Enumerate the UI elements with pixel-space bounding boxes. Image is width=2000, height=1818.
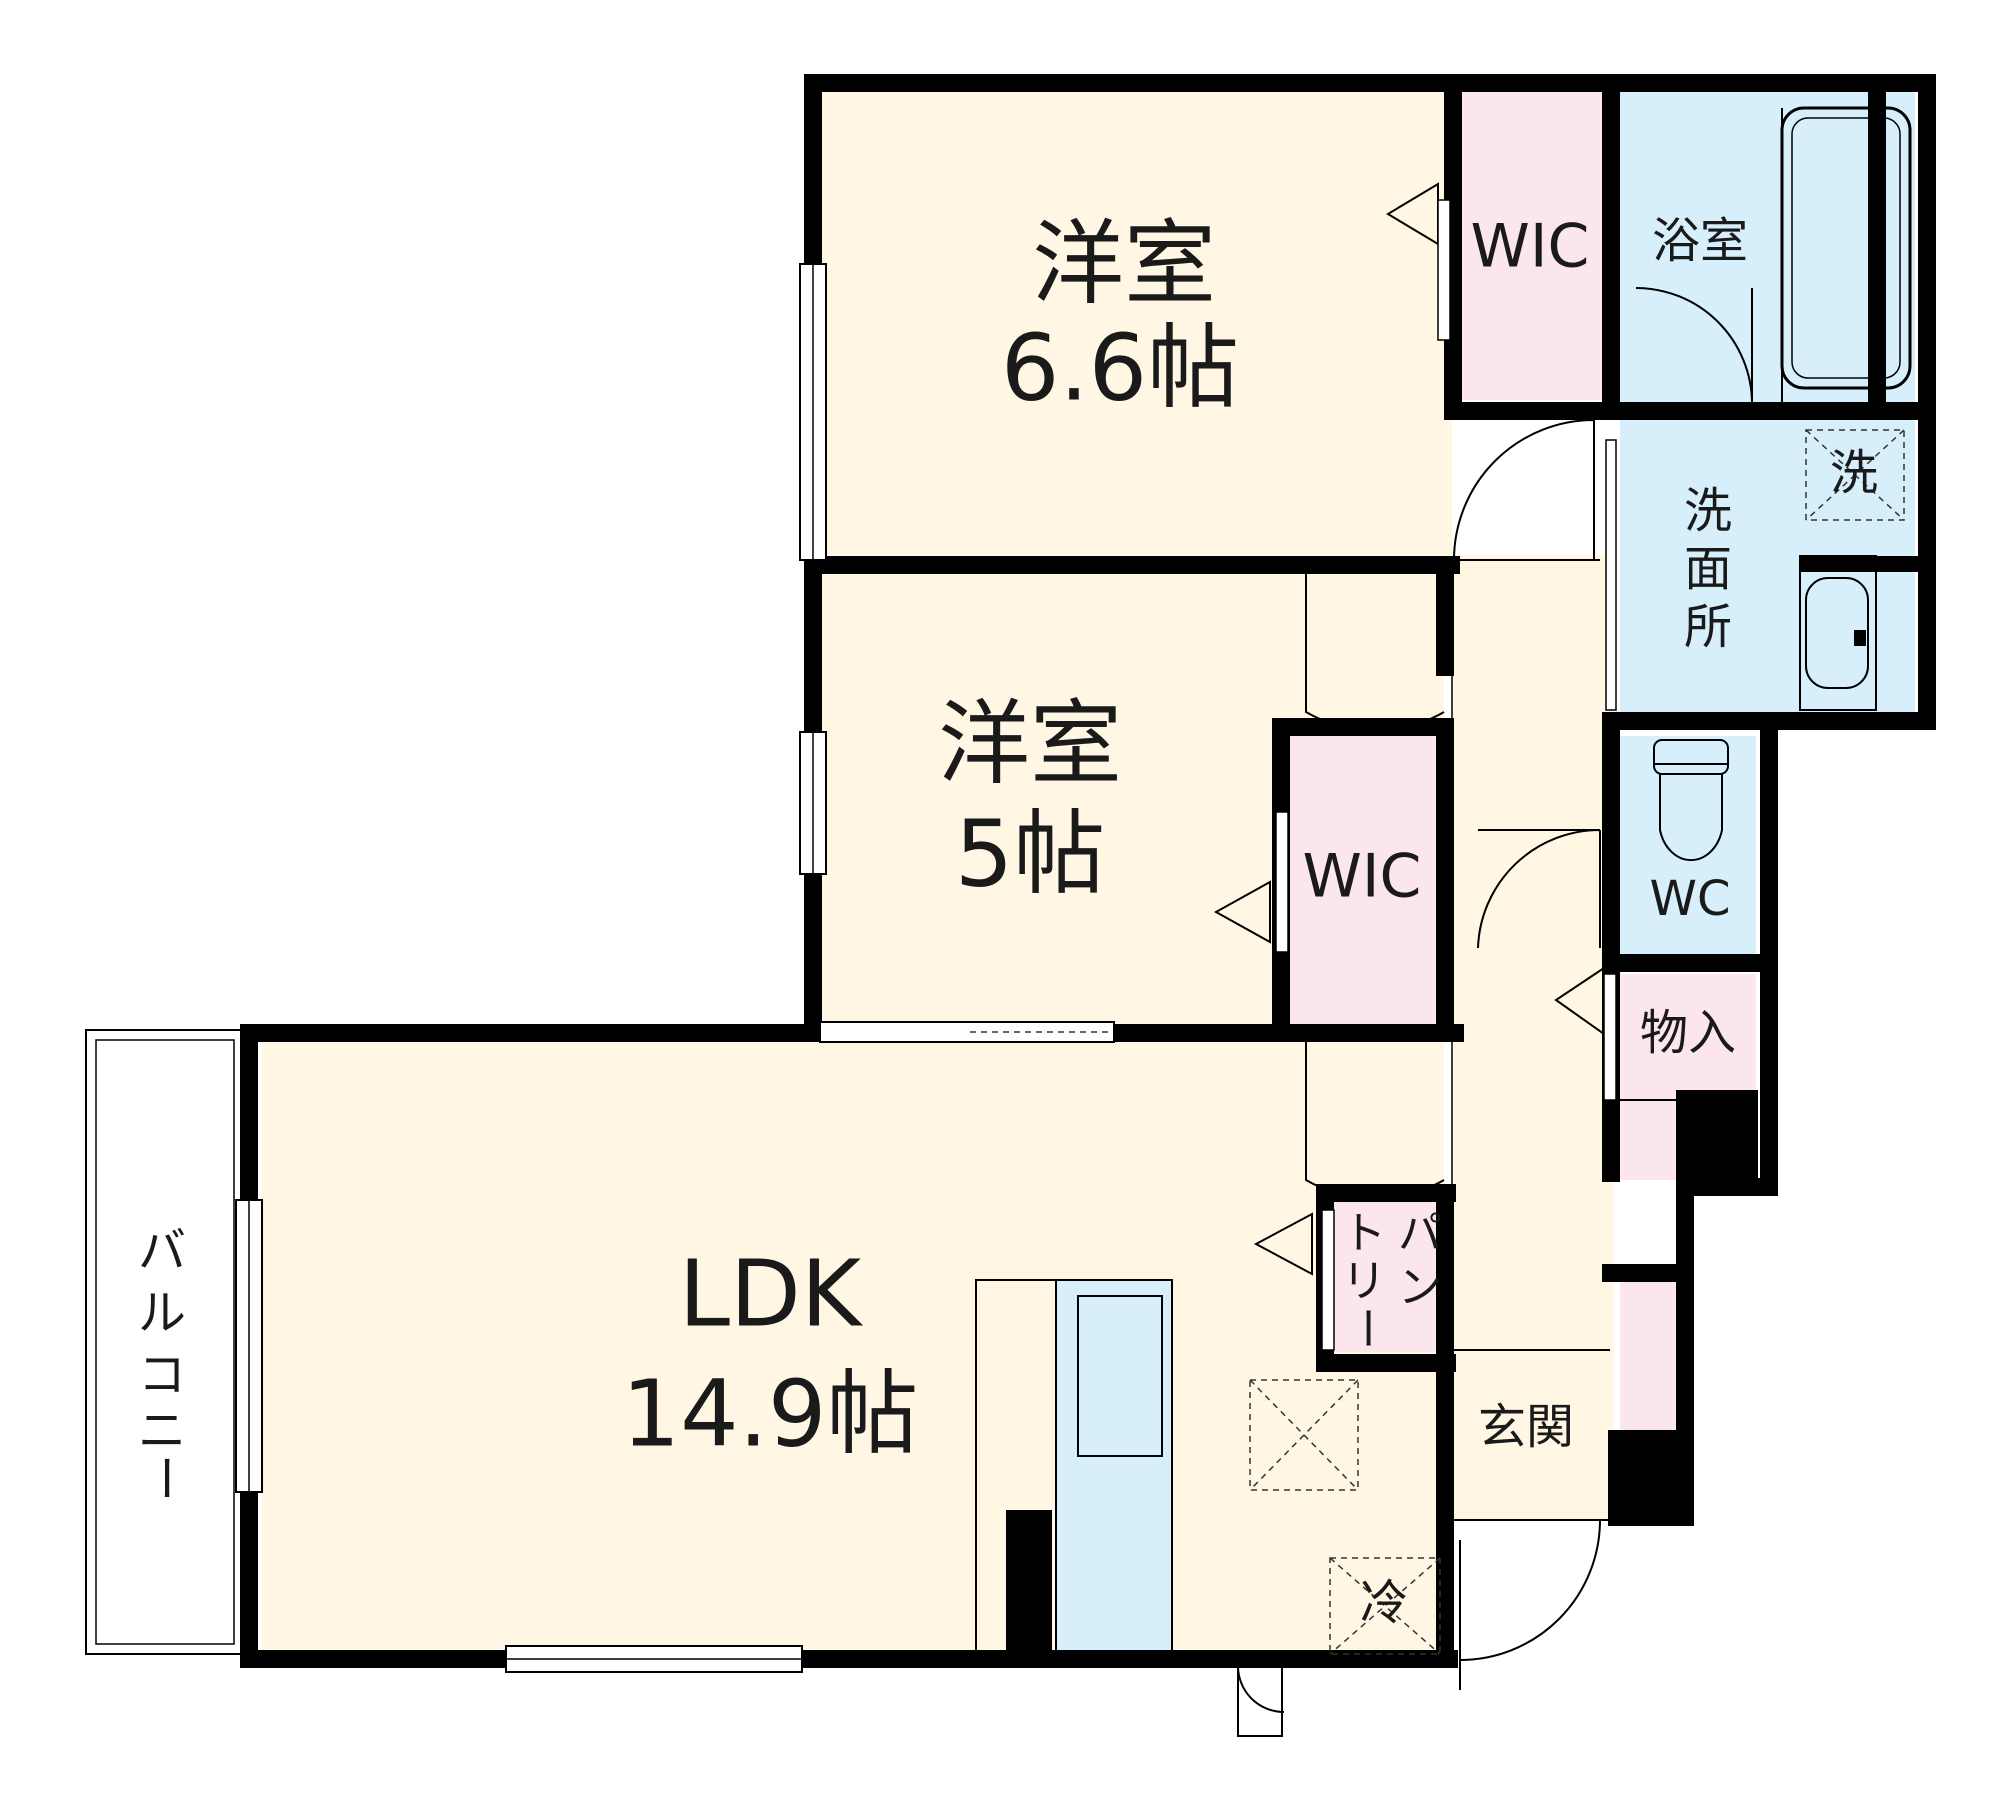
- western-room-2-size: 5帖: [955, 800, 1106, 907]
- svg-text:ニ: ニ: [138, 1403, 186, 1459]
- wic-2-label: WIC: [1303, 842, 1422, 912]
- pantry-label-5: ー: [1341, 1306, 1392, 1350]
- wc-label: WC: [1650, 871, 1731, 927]
- washroom-label-1: 洗: [1684, 483, 1732, 539]
- washer-pan: [1805, 429, 1905, 521]
- western-room-1-floor: [814, 92, 1452, 555]
- sink: [1077, 1295, 1163, 1457]
- ldk-size: 14.9帖: [622, 1360, 919, 1467]
- storage-label: 物入: [1640, 1005, 1736, 1061]
- kitchen-counter: [975, 1279, 1173, 1653]
- bath-label: 浴室: [1652, 213, 1748, 269]
- pantry-label-3: ト: [1342, 1208, 1386, 1259]
- western-room-2-label: 洋室: [938, 690, 1122, 797]
- wc-floor: [1620, 736, 1756, 954]
- svg-text:コ: コ: [138, 1347, 186, 1403]
- wic-1-label: WIC: [1471, 212, 1590, 282]
- balcony-label: バ ル コ ニ ー: [137, 1223, 193, 1502]
- room-fills: [262, 92, 1915, 1652]
- washroom-label-2: 面: [1684, 541, 1732, 597]
- pantry-label-4: リ: [1342, 1256, 1386, 1307]
- ldk-label: LDK: [679, 1240, 864, 1347]
- doors: [1213, 182, 1617, 1737]
- entrance-label: 玄関: [1478, 1399, 1574, 1455]
- shoe-closet-floor: [1620, 1282, 1676, 1430]
- fridge-label: 冷: [1360, 1575, 1408, 1631]
- fixtures: [975, 106, 1912, 1655]
- kitchen-counter-floor: [1056, 1280, 1172, 1652]
- svg-text:ル: ル: [138, 1285, 186, 1341]
- entrance-floor: [1452, 1350, 1614, 1520]
- ldk-floor: [262, 1041, 1444, 1651]
- wic-2-floor: [1290, 736, 1442, 1024]
- toilet: [1653, 739, 1729, 861]
- pantry-label-1: パ: [1398, 1208, 1442, 1259]
- bath-floor: [1620, 92, 1915, 402]
- vanity: [1799, 555, 1877, 711]
- windows: [235, 263, 1617, 1673]
- labels: 洋室 6.6帖 洋室 5帖 LDK 14.9帖 WIC WIC 浴室 洗 洗 面…: [137, 210, 1878, 1631]
- svg-text:バ: バ: [138, 1223, 186, 1279]
- balcony: [85, 1029, 243, 1655]
- wic-1-floor: [1462, 92, 1602, 400]
- svg-text:ー: ー: [137, 1454, 193, 1502]
- washer-label: 洗: [1830, 445, 1878, 501]
- western-room-1-label: 洋室: [1032, 210, 1216, 317]
- western-room-1-size: 6.6帖: [1001, 314, 1239, 421]
- fridge-space: [1329, 1557, 1441, 1655]
- pantry-floor: [1334, 1202, 1444, 1352]
- pantry-label-2: ン: [1398, 1262, 1442, 1313]
- washroom-label-3: 所: [1684, 599, 1732, 655]
